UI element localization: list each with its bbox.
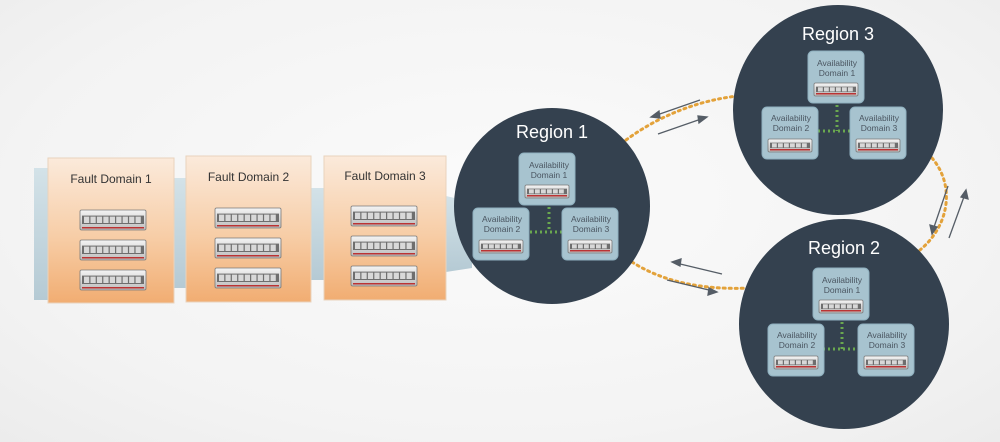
region-2-ad-3-box	[857, 323, 915, 377]
server-icon	[79, 209, 147, 231]
server-icon	[350, 235, 418, 257]
region-3-ad-2-box	[761, 106, 819, 160]
server-icon	[350, 265, 418, 287]
ad-label-line2: Domain 1	[823, 285, 861, 295]
ad-label-line1: Availability	[528, 160, 569, 170]
server-icon	[767, 138, 813, 153]
server-icon	[773, 355, 819, 370]
ad-label-line2: Domain 1	[818, 68, 856, 78]
arrow-pair-r1-r3	[649, 99, 709, 135]
ad-label-line2: Domain 2	[772, 123, 810, 133]
region-2-ad-3-label: Availability Domain 3	[857, 330, 917, 350]
server-icon	[79, 239, 147, 261]
server-icon	[863, 355, 909, 370]
link-region3-region2	[918, 156, 948, 252]
fault-domain-1-label: Fault Domain 1	[70, 172, 152, 186]
ad-label-line2: Domain 3	[572, 224, 610, 234]
server-icon	[214, 207, 282, 229]
server-icon	[214, 237, 282, 259]
availability-domain-boxes	[472, 50, 915, 377]
ad-label-line1: Availability	[866, 330, 907, 340]
region-links	[624, 94, 948, 290]
server-icon	[813, 82, 859, 97]
arrow-pair-r1-r2	[666, 258, 723, 296]
region-1-ad-1-label: Availability Domain 1	[519, 160, 579, 180]
ad-label-line2: Domain 3	[868, 340, 906, 350]
ad-label-line1: Availability	[776, 330, 817, 340]
region-1-ad-3-label: Availability Domain 3	[561, 214, 621, 234]
fault-domain-3-label: Fault Domain 3	[344, 169, 426, 183]
link-region1-region2	[630, 260, 752, 290]
region-3-ad-1-box	[807, 50, 865, 104]
ad-label-line1: Availability	[570, 214, 611, 224]
ad-label-line2: Domain 2	[483, 224, 521, 234]
connector-band	[310, 188, 326, 280]
ad-label-line2: Domain 3	[860, 123, 898, 133]
region-3-ad-1-label: Availability Domain 1	[807, 58, 867, 78]
arrow-pair-r3-r2	[929, 185, 969, 239]
connector-band	[174, 178, 188, 288]
region-2-ad-1-label: Availability Domain 1	[812, 275, 872, 295]
region-2-ad-2-box	[767, 323, 825, 377]
region-2-ad-links	[823, 322, 861, 351]
region-1-ad-3-box	[561, 207, 619, 261]
server-icon	[855, 138, 901, 153]
server-icon	[350, 205, 418, 227]
ad-label-line1: Availability	[481, 214, 522, 224]
region-2-ad-2-label: Availability Domain 2	[767, 330, 827, 350]
region-2-title: Region 2	[807, 238, 881, 258]
region-1-ad-1-box	[518, 152, 576, 206]
region-3-title: Region 3	[801, 24, 875, 44]
server-icon	[478, 239, 524, 254]
region-1-ad-2-label: Availability Domain 2	[472, 214, 532, 234]
server-icon	[818, 299, 864, 314]
ad-label-line2: Domain 1	[530, 170, 568, 180]
region-3-ad-2-label: Availability Domain 2	[761, 113, 821, 133]
ad-label-line2: Domain 2	[778, 340, 816, 350]
region-1-title: Region 1	[515, 122, 589, 142]
region-3-ad-3-label: Availability Domain 3	[849, 113, 909, 133]
region-1-ad-2-box	[472, 207, 530, 261]
region-2-ad-1-box	[812, 267, 870, 321]
server-icon	[524, 184, 570, 199]
ad-label-line1: Availability	[821, 275, 862, 285]
ad-label-line1: Availability	[858, 113, 899, 123]
server-icon	[214, 267, 282, 289]
fault-domain-2-label: Fault Domain 2	[207, 170, 290, 184]
ad-label-line1: Availability	[816, 58, 857, 68]
ad-label-line1: Availability	[770, 113, 811, 123]
server-icon	[79, 269, 147, 291]
link-region1-region3	[624, 94, 740, 142]
region-3-ad-3-box	[849, 106, 907, 160]
fault-domain-servers	[79, 205, 418, 291]
data-flow-arrows	[649, 99, 969, 296]
server-icon	[567, 239, 613, 254]
